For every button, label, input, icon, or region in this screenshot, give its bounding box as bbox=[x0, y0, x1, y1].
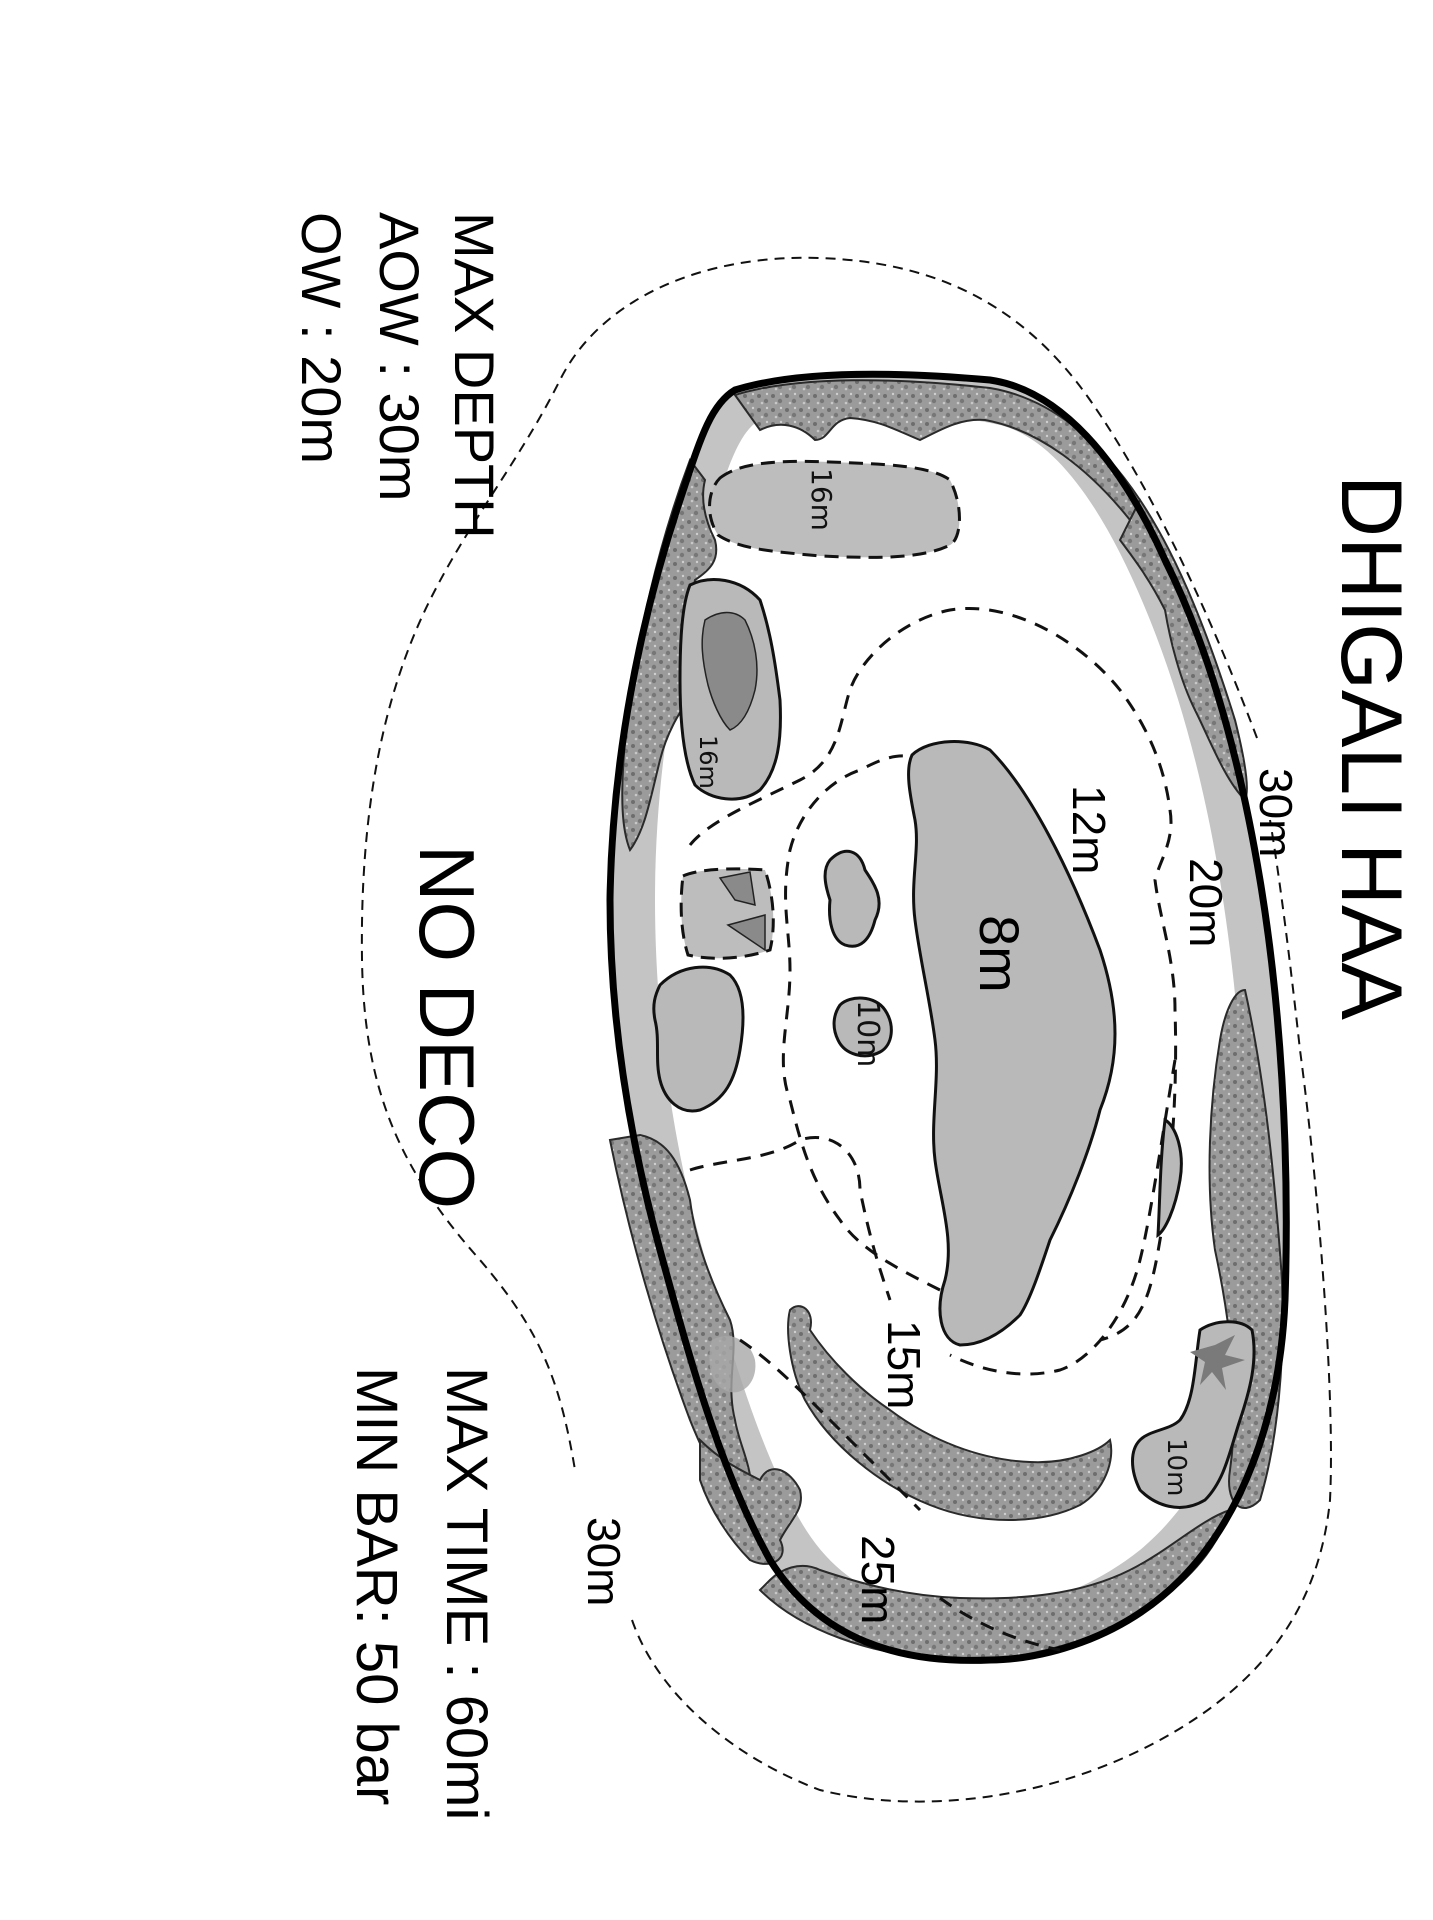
reef-band-right bbox=[1118, 498, 1248, 802]
depth-label-20m: 20m bbox=[1180, 858, 1232, 947]
depth-label-8m: 8m bbox=[968, 915, 1031, 993]
soft-coral-patch bbox=[709, 1336, 756, 1393]
reef-band-top bbox=[733, 379, 1142, 522]
depth-label-16m-mid: 16m bbox=[694, 735, 722, 789]
contour-20m bbox=[688, 607, 1178, 1342]
contour-30m-outer bbox=[360, 256, 1332, 1803]
depth-label-16m-top: 16m bbox=[805, 468, 838, 531]
pinnacle-16m-top bbox=[708, 459, 961, 559]
reef-band-right-lower bbox=[1208, 988, 1284, 1510]
pinnacle-10m-right bbox=[1131, 1320, 1256, 1509]
deep-patch-triangle-a bbox=[718, 871, 756, 907]
starfish-marker bbox=[1190, 1335, 1245, 1390]
max-time-label: MAX TIME : 60mi bbox=[434, 1367, 499, 1820]
contour-15m bbox=[781, 754, 941, 1292]
max-depth-ow: OW : 20m bbox=[290, 212, 353, 464]
min-bar-label: MIN BAR: 50 bar bbox=[344, 1367, 409, 1805]
depth-label-25m: 25m bbox=[852, 1535, 904, 1624]
site-title: DHIGALI HAA bbox=[1323, 475, 1419, 1020]
pinnacle-small-a bbox=[823, 849, 881, 948]
deep-patch-mid bbox=[701, 611, 758, 731]
inner-reef-crescent bbox=[787, 1305, 1113, 1521]
pinnacle-left-lower bbox=[652, 965, 745, 1113]
max-depth-aow: AOW : 30m bbox=[368, 212, 431, 501]
no-deco-label: NO DECO bbox=[403, 845, 491, 1209]
pinnacle-8m bbox=[907, 740, 1117, 1347]
reef-edge-outline bbox=[606, 370, 1290, 1664]
contour-12m bbox=[949, 1059, 1177, 1376]
pinnacle-side-sliver bbox=[1156, 1117, 1183, 1239]
contour-25m bbox=[689, 1135, 1061, 1652]
deep-patch-triangle-b bbox=[726, 914, 766, 952]
depth-label-10m-right: 10m bbox=[1161, 1438, 1191, 1496]
depth-label-12m: 12m bbox=[1063, 785, 1115, 874]
depth-label-15m: 15m bbox=[878, 1320, 930, 1409]
max-depth-heading: MAX DEPTH bbox=[443, 212, 506, 539]
depth-label-10m-center: 10m bbox=[850, 1000, 885, 1067]
pinnacle-10m-center bbox=[832, 996, 893, 1058]
depth-label-30m-bottom: 30m bbox=[578, 1517, 630, 1606]
depth-label-30m-top: 30m bbox=[1250, 768, 1302, 857]
